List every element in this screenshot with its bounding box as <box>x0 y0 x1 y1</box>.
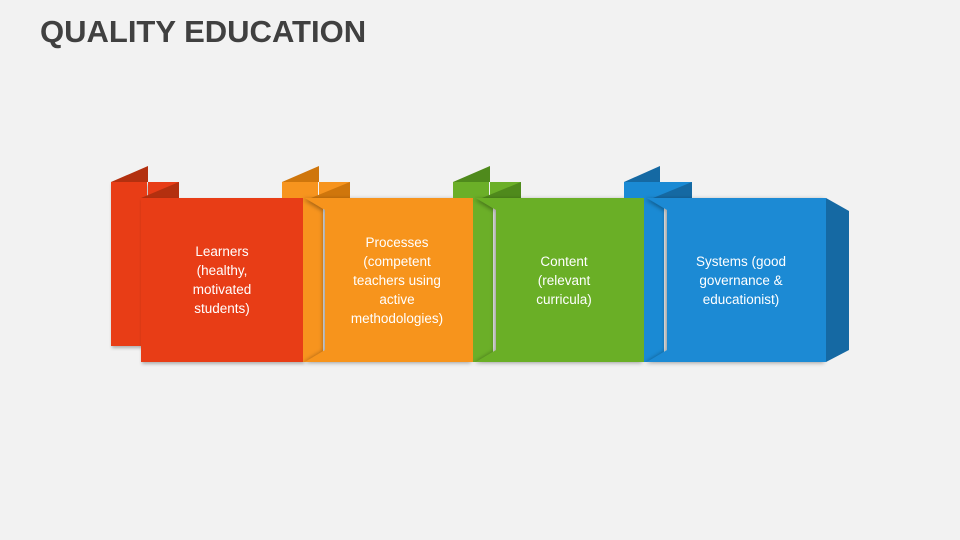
step-learners-label: Learners (healthy, motivated students) <box>192 244 252 316</box>
step-processes-shape <box>282 166 473 362</box>
step-processes-label: Processes (competent teachers using acti… <box>350 234 444 326</box>
step-systems-label: Systems (good governance & educationist) <box>695 253 787 307</box>
page-title: QUALITY EDUCATION <box>40 14 367 49</box>
step-content-label: Content (relevant curricula) <box>536 253 592 307</box>
step-content-shape <box>453 166 644 362</box>
step-learners-shape <box>111 166 303 362</box>
step-systems-shape <box>624 166 849 362</box>
